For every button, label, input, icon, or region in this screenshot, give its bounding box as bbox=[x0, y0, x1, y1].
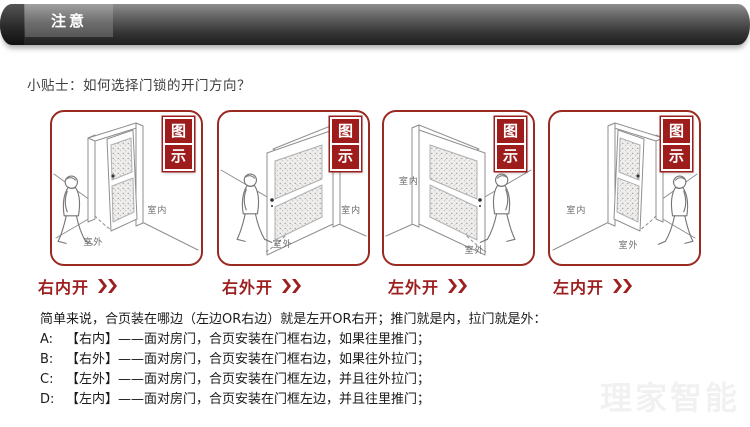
badge-divider bbox=[332, 143, 359, 145]
direction-label-right-inward: 右内开 bbox=[38, 276, 118, 297]
direction-label-text: 右内开 bbox=[38, 278, 90, 297]
direction-label-left-outward: 左外开 bbox=[388, 276, 468, 297]
badge-char-bottom: 示 bbox=[668, 147, 684, 165]
direction-label-text: 左内开 bbox=[553, 278, 605, 297]
illustration-badge: 图 示 bbox=[661, 117, 692, 171]
explanation-item-c: C: 【左外】——面对房门，合页安装在门框左边，并且往外拉门； bbox=[40, 370, 700, 390]
badge-char-top: 图 bbox=[337, 122, 353, 140]
explanation-intro: 简单来说，合页装在哪边（左边OR右边）就是左开OR右开；推门就是内，拉门就是外： bbox=[40, 312, 547, 327]
banner-left-cap bbox=[0, 4, 24, 45]
badge-char-bottom: 示 bbox=[337, 147, 353, 165]
indoor-label: 室内 bbox=[147, 206, 168, 217]
explanation-item-b: B: 【右外】——面对房门，合页安装在门框右边，如果往外拉门； bbox=[40, 350, 700, 370]
watermark-logo: 理家智能 bbox=[599, 379, 740, 417]
illustration-badge: 图 示 bbox=[163, 117, 194, 171]
item-text: 【左内】——面对房门，合页安装在门框左边，并且往里推门； bbox=[66, 392, 431, 407]
indoor-label: 室内 bbox=[398, 177, 419, 188]
badge-char-bottom: 示 bbox=[502, 147, 518, 165]
item-text: 【右外】——面对房门，合页安装在门框右边，如果往外拉门； bbox=[66, 352, 431, 367]
direction-label-right-outward: 右外开 bbox=[222, 276, 302, 297]
panel-right-inward: 图 示 室内 室外 bbox=[50, 110, 203, 266]
illustration-badge: 图 示 bbox=[495, 117, 526, 171]
direction-label-text: 右外开 bbox=[222, 278, 274, 297]
panel-right-outward: 图 示 室内 室外 bbox=[217, 110, 370, 266]
badge-divider bbox=[663, 143, 690, 145]
indoor-label: 室内 bbox=[566, 206, 587, 217]
double-chevron-right-icon bbox=[448, 279, 468, 293]
notice-tag-label: 注意 bbox=[50, 12, 87, 30]
outdoor-label: 室外 bbox=[464, 245, 485, 256]
panel-left-outward: 图 示 室内 室外 bbox=[382, 110, 535, 266]
item-text: 【左外】——面对房门，合页安装在门框左边，并且往外拉门； bbox=[66, 372, 431, 387]
double-chevron-right-icon bbox=[282, 279, 302, 293]
outdoor-label: 室外 bbox=[272, 239, 293, 250]
item-key: B: bbox=[40, 352, 54, 367]
item-text: 【右内】——面对房门，合页安装在门框右边，如果往里推门； bbox=[66, 332, 431, 347]
double-chevron-right-icon bbox=[98, 279, 118, 293]
outdoor-label: 室外 bbox=[618, 241, 639, 252]
badge-char-top: 图 bbox=[502, 122, 518, 140]
item-key: D: bbox=[40, 392, 55, 407]
badge-char-top: 图 bbox=[170, 122, 186, 140]
item-key: C: bbox=[40, 372, 54, 387]
explanation-item-d: D: 【左内】——面对房门，合页安装在门框左边，并且往里推门； bbox=[40, 390, 700, 410]
notice-tag: 注意 bbox=[25, 4, 113, 37]
direction-label-left-inward: 左内开 bbox=[553, 276, 633, 297]
item-key: A: bbox=[40, 332, 54, 347]
double-chevron-right-icon bbox=[613, 279, 633, 293]
notice-banner: 注意 bbox=[0, 4, 750, 45]
direction-label-text: 左外开 bbox=[388, 278, 440, 297]
badge-divider bbox=[497, 143, 524, 145]
badge-char-bottom: 示 bbox=[170, 147, 186, 165]
outdoor-label: 室外 bbox=[83, 238, 104, 249]
indoor-label: 室内 bbox=[341, 206, 362, 217]
explanation-item-a: A: 【右内】——面对房门，合页安装在门框右边，如果往里推门； bbox=[40, 330, 700, 350]
badge-divider bbox=[165, 143, 192, 145]
illustration-badge: 图 示 bbox=[330, 117, 361, 171]
page-title: 小贴士：如何选择门锁的开门方向？ bbox=[27, 78, 251, 94]
explanation-block: 简单来说，合页装在哪边（左边OR右边）就是左开OR右开；推门就是内，拉门就是外：… bbox=[40, 310, 700, 410]
badge-char-top: 图 bbox=[668, 122, 684, 140]
panel-left-inward: 图 示 室内 室外 bbox=[548, 110, 701, 266]
